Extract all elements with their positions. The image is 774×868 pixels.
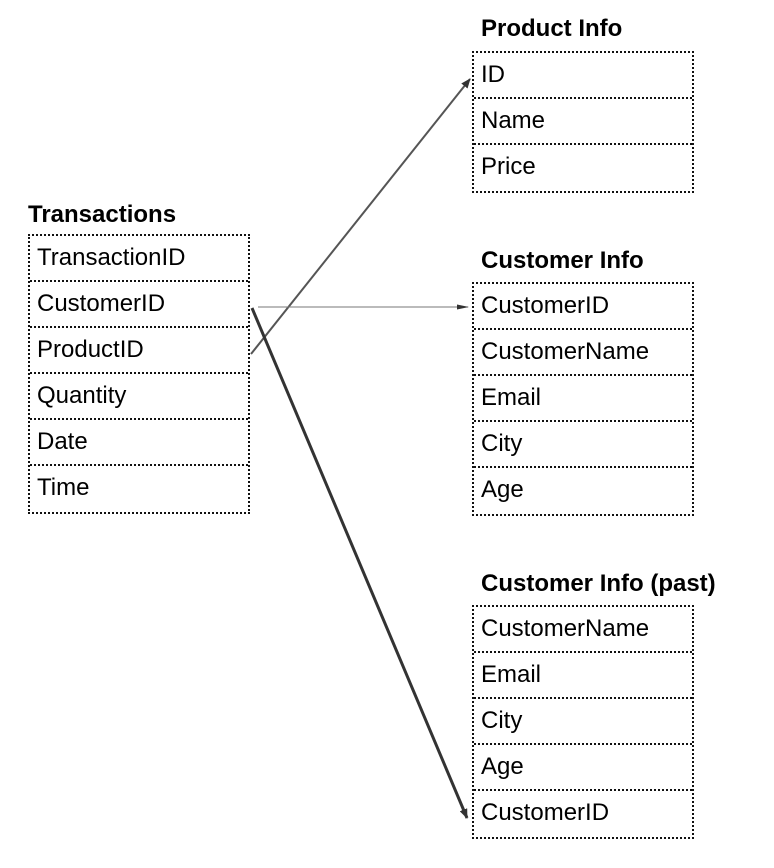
customer-info-past-field-age: Age xyxy=(474,745,692,791)
transactions-field-productid: ProductID xyxy=(30,328,248,374)
customer-info-past-field-email: Email xyxy=(474,653,692,699)
product-info-field-id: ID xyxy=(474,53,692,99)
transactions-field-quantity: Quantity xyxy=(30,374,248,420)
customer-info-field-email: Email xyxy=(474,376,692,422)
customer-info-fields: CustomerID CustomerName Email City Age xyxy=(472,282,694,516)
transactions-field-time: Time xyxy=(37,474,90,501)
arrow-productid-to-product-id xyxy=(250,78,471,355)
product-info-field-price: Price xyxy=(481,153,536,180)
customer-info-past-field-city: City xyxy=(474,699,692,745)
product-info-title: Product Info xyxy=(481,15,623,42)
transactions-field-transactionid: TransactionID xyxy=(30,236,248,282)
customer-info-past-field-customerid: CustomerID xyxy=(481,799,610,826)
customer-info-field-customername: CustomerName xyxy=(474,330,692,376)
customer-info-past-fields: CustomerName Email City Age CustomerID xyxy=(472,605,694,839)
product-info-field-name: Name xyxy=(474,99,692,145)
product-info-fields: ID Name Price xyxy=(472,51,694,193)
transactions-field-customerid: CustomerID xyxy=(30,282,248,328)
customer-info-field-age: Age xyxy=(481,476,524,503)
transactions-fields: TransactionID CustomerID ProductID Quant… xyxy=(28,234,250,514)
customer-info-field-city: City xyxy=(474,422,692,468)
arrow-customerid-to-customer-info-past xyxy=(250,307,469,819)
customer-info-field-customerid: CustomerID xyxy=(474,284,692,330)
transactions-field-date: Date xyxy=(30,420,248,466)
customer-info-past-title: Customer Info (past) xyxy=(481,570,716,597)
transactions-title: Transactions xyxy=(28,201,177,228)
customer-info-past-field-customername: CustomerName xyxy=(474,607,692,653)
customer-info-title: Customer Info xyxy=(481,247,644,274)
